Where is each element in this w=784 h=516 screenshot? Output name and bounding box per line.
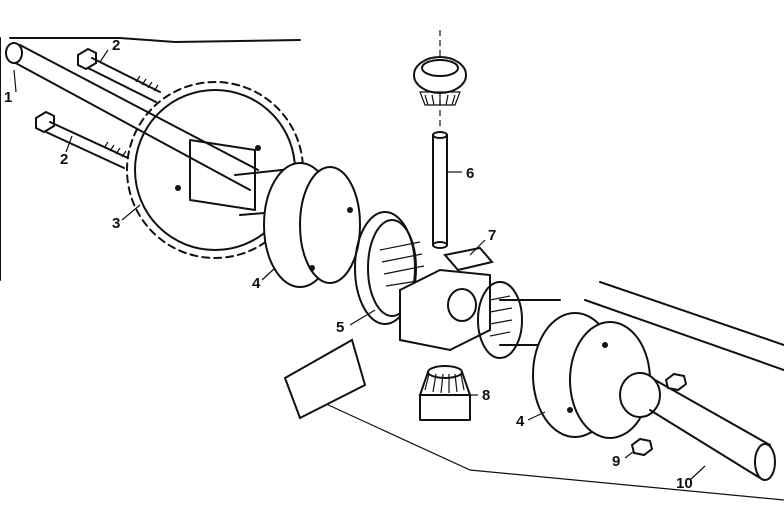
- callout-7: 7: [488, 227, 496, 244]
- spacer-plate: [283, 338, 367, 420]
- callout-1: 1: [4, 89, 12, 106]
- part-9-nut-lower: [630, 437, 654, 457]
- callout-8: 8: [482, 387, 490, 404]
- part-2-bolt-upper: [77, 47, 161, 103]
- callout-5: 5: [336, 319, 344, 336]
- part-1-axle-rod: [5, 42, 259, 191]
- part-7-center-block: [399, 246, 494, 352]
- part-2-bolt-lower: [35, 110, 129, 169]
- leader-lines: [13, 49, 706, 481]
- part-4-housing-right: [532, 312, 661, 439]
- callout-3: 3: [112, 215, 120, 232]
- part-8-bevel-gear: [418, 365, 472, 421]
- callout-4-right: 4: [516, 413, 525, 430]
- callout-2-upper: 2: [112, 37, 120, 54]
- callout-labels: 1 2 2 3 4 5 6 7 8 4 9 10: [4, 37, 693, 492]
- part-4-housing-left: [234, 162, 361, 288]
- callout-4-left: 4: [252, 275, 261, 292]
- callout-2-lower: 2: [60, 151, 68, 168]
- part-5-ring-gear: [354, 211, 425, 325]
- callout-9: 9: [612, 453, 620, 470]
- frame-lines: [0, 37, 784, 501]
- part-10-axle-right: [649, 379, 776, 481]
- callout-10: 10: [676, 475, 693, 492]
- part-9-nut-upper: [664, 372, 688, 392]
- upper-pinion-gear: [413, 56, 467, 106]
- callout-6: 6: [466, 165, 474, 182]
